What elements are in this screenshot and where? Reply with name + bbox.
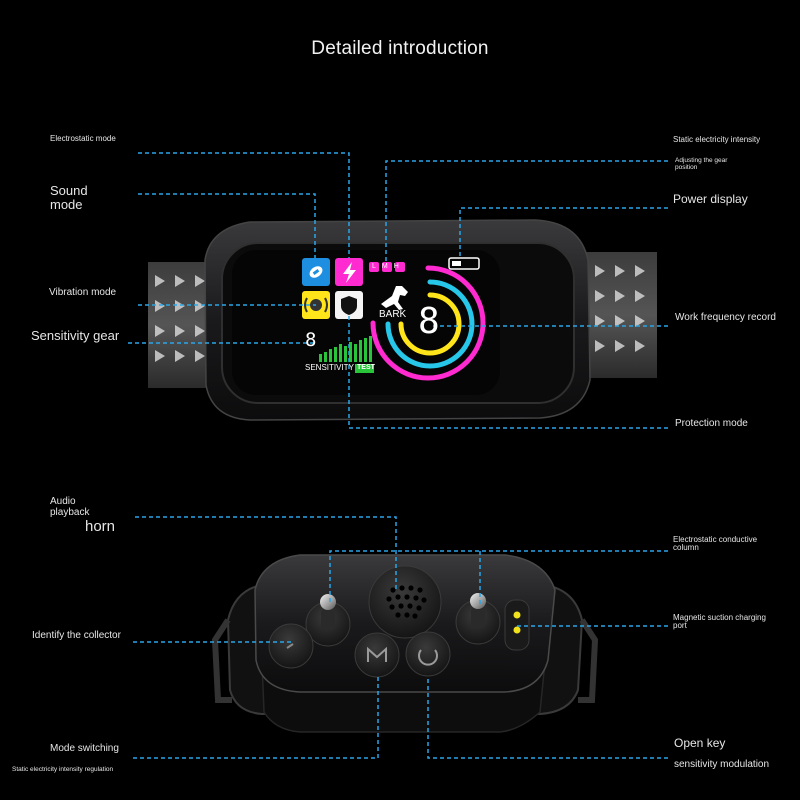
label-power-display: Power display bbox=[673, 192, 748, 206]
label-electrostatic-mode: Electrostatic mode bbox=[50, 134, 116, 143]
label-open-key: Open key bbox=[674, 736, 726, 750]
level-h: H bbox=[393, 263, 405, 270]
speaker-grille-icon bbox=[368, 565, 442, 639]
label-adjusting-gear: Adjusting the gear position bbox=[675, 157, 728, 171]
callout-protection bbox=[348, 316, 668, 429]
collar-housing bbox=[204, 219, 591, 421]
callout-electrostatic bbox=[138, 152, 350, 258]
label-vibration-mode: Vibration mode bbox=[49, 287, 117, 298]
callout-power bbox=[459, 207, 668, 258]
test-badge-bg bbox=[355, 364, 374, 373]
screen-display bbox=[302, 257, 486, 381]
level-letters: LMH bbox=[372, 263, 405, 270]
label-static-regulation: Static electricity intensity regulation bbox=[12, 766, 114, 773]
mode-switch-button[interactable] bbox=[354, 632, 400, 678]
lightning-icon bbox=[343, 262, 356, 283]
mode-m-icon bbox=[367, 646, 387, 662]
sensitivity-bars bbox=[319, 336, 372, 362]
pair-icon bbox=[286, 643, 294, 649]
sensitivity-digit: 8 bbox=[305, 329, 317, 351]
bark-label: BARK bbox=[379, 309, 407, 320]
level-indicators bbox=[369, 262, 405, 272]
identify-collector-button[interactable] bbox=[268, 623, 314, 669]
charging-port bbox=[504, 599, 530, 651]
test-badge: TEST bbox=[357, 364, 375, 371]
label-static-intensity: Static electricity intensity bbox=[673, 135, 761, 144]
electrode-right-icon bbox=[455, 593, 501, 645]
callout-lines bbox=[128, 152, 668, 759]
label-sound-mode: Sound mode bbox=[50, 183, 88, 212]
label-horn: horn bbox=[85, 518, 116, 535]
label-audio-playback: Audio playback bbox=[50, 496, 90, 518]
label-protection-mode: Protection mode bbox=[675, 418, 748, 429]
shield-icon bbox=[341, 296, 357, 315]
label-identify-collector: Identify the collector bbox=[32, 630, 121, 641]
label-mode-switching: Mode switching bbox=[50, 743, 119, 754]
callout-open-key bbox=[427, 676, 668, 759]
sensitivity-label: SENSITIVITY bbox=[305, 363, 354, 372]
electrode-left-icon bbox=[305, 594, 351, 647]
label-electrostatic-column: Electrostatic conductive column bbox=[673, 535, 758, 553]
label-magnetic-charging: Magnetic suction charging port bbox=[673, 613, 766, 631]
power-key-button[interactable] bbox=[405, 631, 451, 677]
dog-bark-icon bbox=[381, 286, 408, 310]
level-m: M bbox=[381, 263, 394, 270]
level-l: L bbox=[372, 263, 382, 270]
power-icon bbox=[418, 649, 438, 666]
label-work-frequency: Work frequency record bbox=[675, 312, 776, 323]
work-frequency-rings bbox=[370, 265, 486, 381]
callout-mode bbox=[133, 677, 379, 759]
callout-horn bbox=[135, 516, 397, 590]
callout-sound bbox=[138, 193, 316, 258]
callout-electrode bbox=[329, 550, 668, 605]
label-sensitivity-modulation: sensitivity modulation bbox=[674, 759, 770, 770]
label-sensitivity-gear: Sensitivity gear bbox=[31, 328, 120, 343]
battery-icon bbox=[448, 257, 480, 270]
callout-static-intensity bbox=[385, 160, 668, 262]
page-title: Detailed introduction bbox=[311, 38, 489, 59]
frequency-digit: 8 bbox=[418, 301, 440, 342]
sound-mode-icon bbox=[309, 266, 323, 278]
